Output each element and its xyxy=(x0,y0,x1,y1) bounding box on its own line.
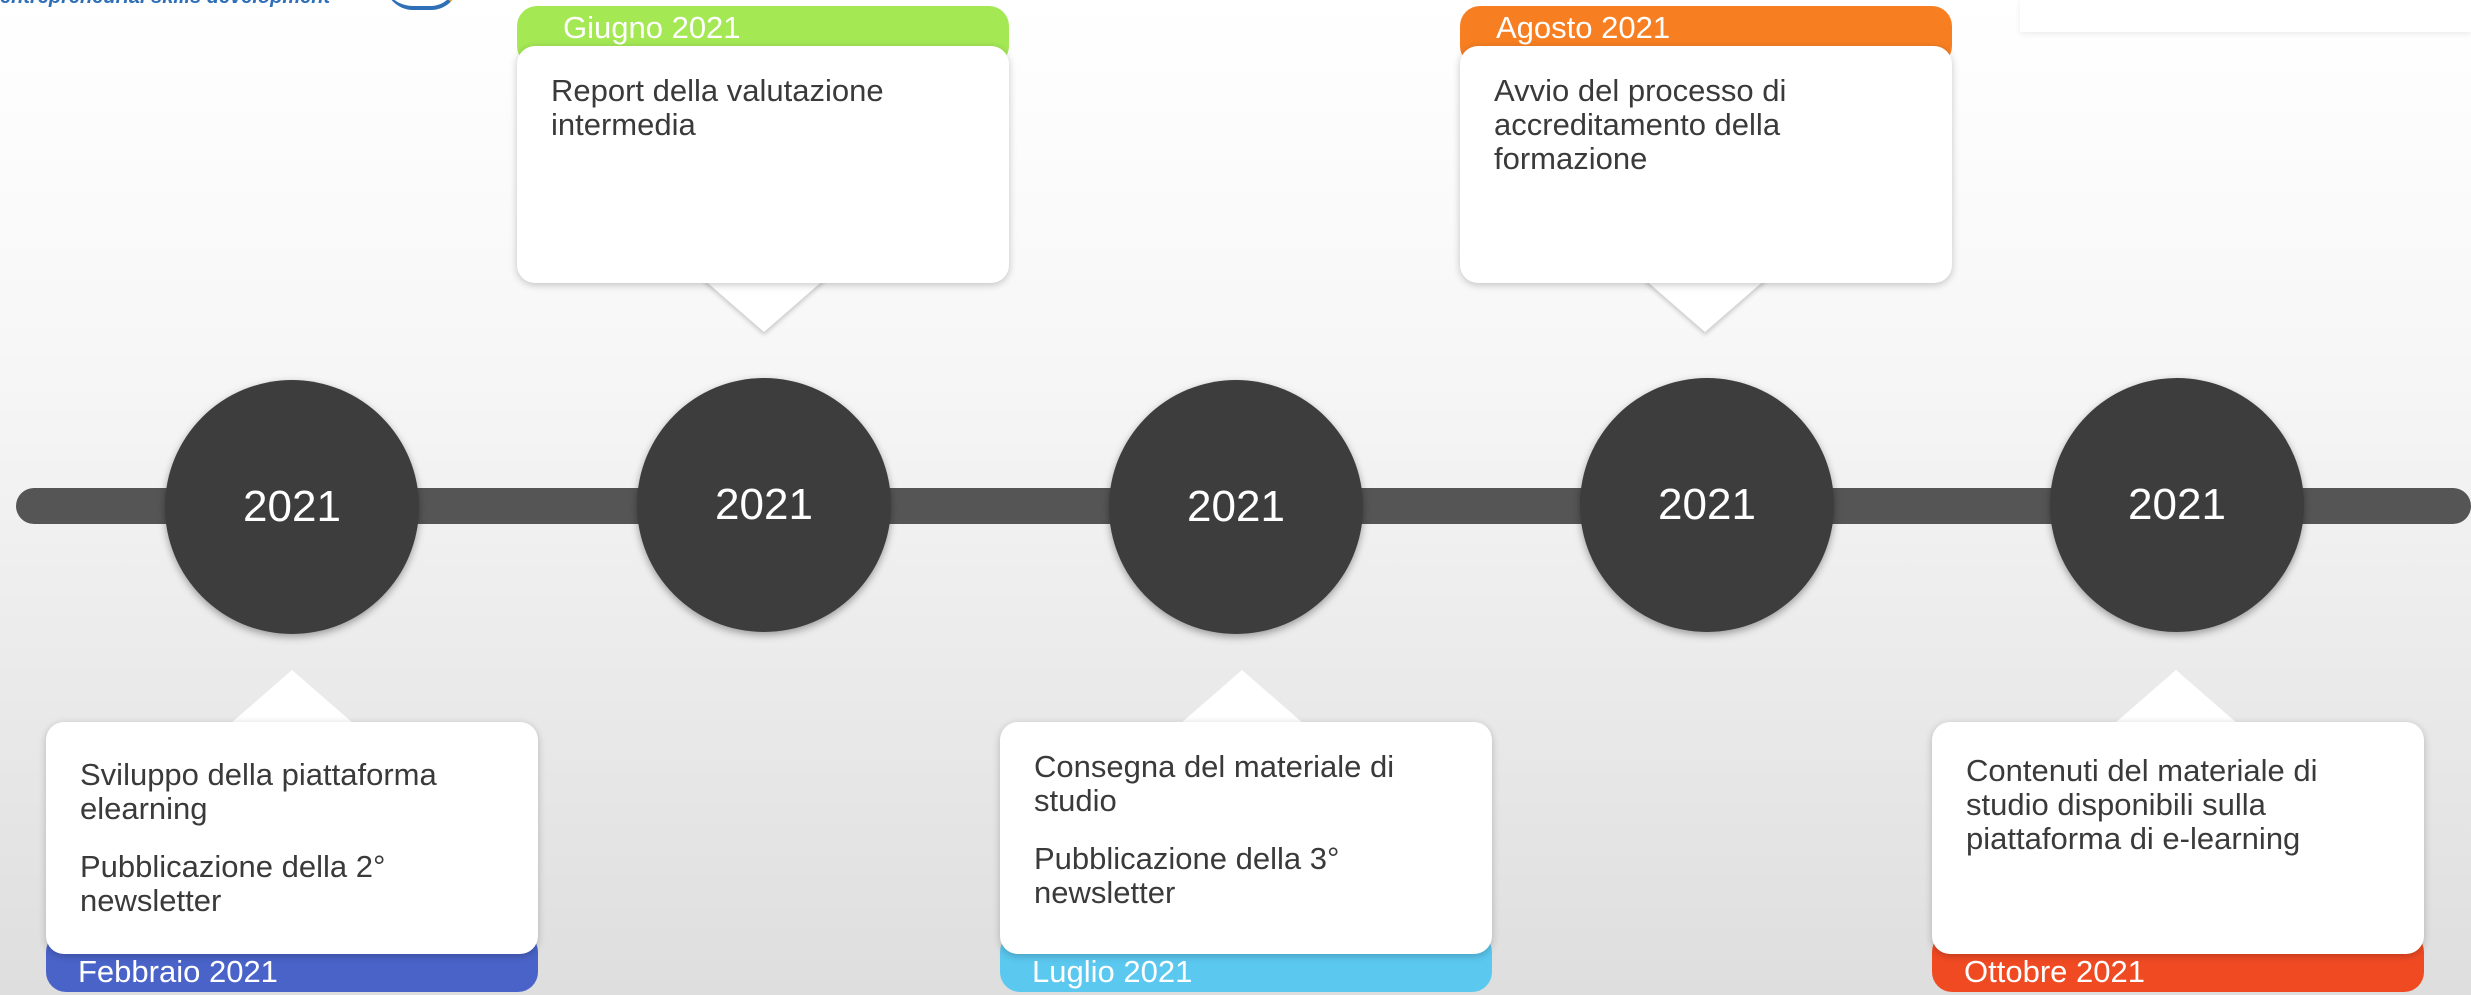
event-item: Contenuti del materiale di studio dispon… xyxy=(1966,753,2318,856)
pointer-down-icon xyxy=(702,278,826,332)
event-card-ottobre: Ottobre 2021 Contenuti del materiale di … xyxy=(1932,722,2424,992)
timeline-node-3: 2021 xyxy=(1109,380,1363,634)
event-date: Giugno 2021 xyxy=(563,10,741,45)
event-item: Consegna del materiale di studio xyxy=(1034,749,1395,818)
node-year: 2021 xyxy=(243,482,341,531)
event-card-agosto: Agosto 2021 Avvio del processo di accred… xyxy=(1460,6,1952,283)
event-content: Contenuti del materiale di studio dispon… xyxy=(1932,722,2424,954)
pointer-up-icon xyxy=(2114,670,2238,724)
timeline-node-1: 2021 xyxy=(165,380,419,634)
timeline-node-4: 2021 xyxy=(1580,378,1834,632)
event-card-luglio: Luglio 2021 Consegna del materiale di st… xyxy=(1000,722,1492,992)
timeline-node-5: 2021 xyxy=(2050,378,2304,632)
event-item: Avvio del processo di accreditamento del… xyxy=(1494,73,1787,176)
logo-swoosh-icon xyxy=(385,0,459,10)
node-year: 2021 xyxy=(2128,480,2226,529)
event-date: Ottobre 2021 xyxy=(1964,954,2145,989)
event-content: Sviluppo della piattaforma elearning Pub… xyxy=(46,722,538,954)
event-item: Report della valutazione intermedia xyxy=(551,73,884,142)
event-date: Luglio 2021 xyxy=(1032,954,1193,989)
event-date: Febbraio 2021 xyxy=(78,954,278,989)
event-item: Pubblicazione della 2° newsletter xyxy=(80,849,386,918)
pointer-down-icon xyxy=(1643,278,1767,332)
event-item: Pubblicazione della 3° newsletter xyxy=(1034,841,1340,910)
event-date: Agosto 2021 xyxy=(1496,10,1671,45)
timeline-node-2: 2021 xyxy=(637,378,891,632)
node-year: 2021 xyxy=(1187,482,1285,531)
logo-text: entrepreneurial skills development xyxy=(0,0,330,9)
event-card-giugno: Giugno 2021 Report della valutazione int… xyxy=(517,6,1009,283)
event-content: Report della valutazione intermedia xyxy=(517,46,1009,283)
header-box xyxy=(2020,0,2471,32)
event-content: Avvio del processo di accreditamento del… xyxy=(1460,46,1952,283)
event-card-febbraio: Febbraio 2021 Sviluppo della piattaforma… xyxy=(46,722,538,992)
pointer-up-icon xyxy=(1180,670,1304,724)
pointer-up-icon xyxy=(230,670,354,724)
node-year: 2021 xyxy=(715,480,813,529)
event-content: Consegna del materiale di studio Pubblic… xyxy=(1000,722,1492,954)
node-year: 2021 xyxy=(1658,480,1756,529)
event-item: Sviluppo della piattaforma elearning xyxy=(80,757,437,826)
